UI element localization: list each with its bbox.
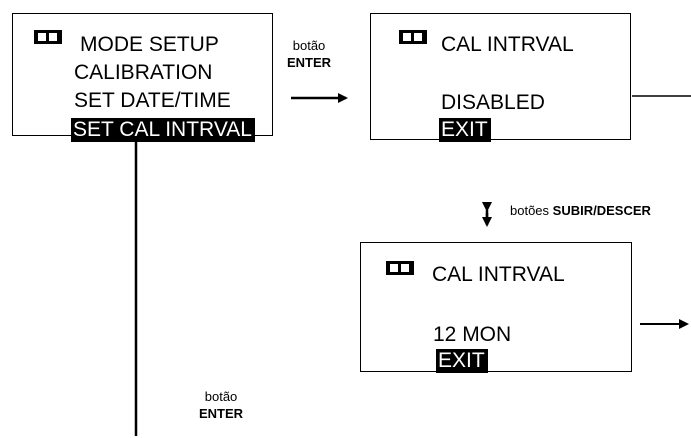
enter-button-label-top: botão ENTER [287,37,331,71]
exit-option-selected[interactable]: EXIT [439,118,491,142]
cal-intrval-12mon-screen: CAL INTRVAL 12 MON EXIT [360,242,632,373]
battery-icon [399,30,427,44]
updown-buttons-label: botões SUBIR/DESCER [510,202,651,219]
exit-option-selected[interactable]: EXIT [436,349,488,373]
cal-intrval-value-disabled[interactable]: DISABLED [441,91,545,114]
menu-item-set-date-time[interactable]: SET DATE/TIME [74,89,231,112]
updown-label-prefix: botões [510,203,550,218]
menu-item-set-cal-intrval-selected[interactable]: SET CAL INTRVAL [71,118,255,142]
battery-icon [386,261,414,275]
enter-label-top-line1: botão [292,38,326,53]
enter-label-bottom-line1: botão [204,389,238,404]
enter-button-label-bottom: botão ENTER [199,388,243,422]
enter-label-top-line2: ENTER [287,55,332,70]
menu-item-calibration[interactable]: CALIBRATION [74,61,213,84]
cal-intrval-title: CAL INTRVAL [432,263,565,286]
battery-icon [34,30,62,44]
updown-label-bold: SUBIR/DESCER [552,203,651,218]
enter-label-bottom-line2: ENTER [199,406,244,421]
cal-intrval-disabled-screen: CAL INTRVAL DISABLED EXIT [370,13,631,142]
cal-intrval-title: CAL INTRVAL [441,33,574,56]
cal-intrval-value-12mon[interactable]: 12 MON [433,323,512,346]
menu-item-mode-setup[interactable]: MODE SETUP [80,33,219,56]
mode-setup-screen: MODE SETUP CALIBRATION SET DATE/TIME SET… [12,13,273,142]
